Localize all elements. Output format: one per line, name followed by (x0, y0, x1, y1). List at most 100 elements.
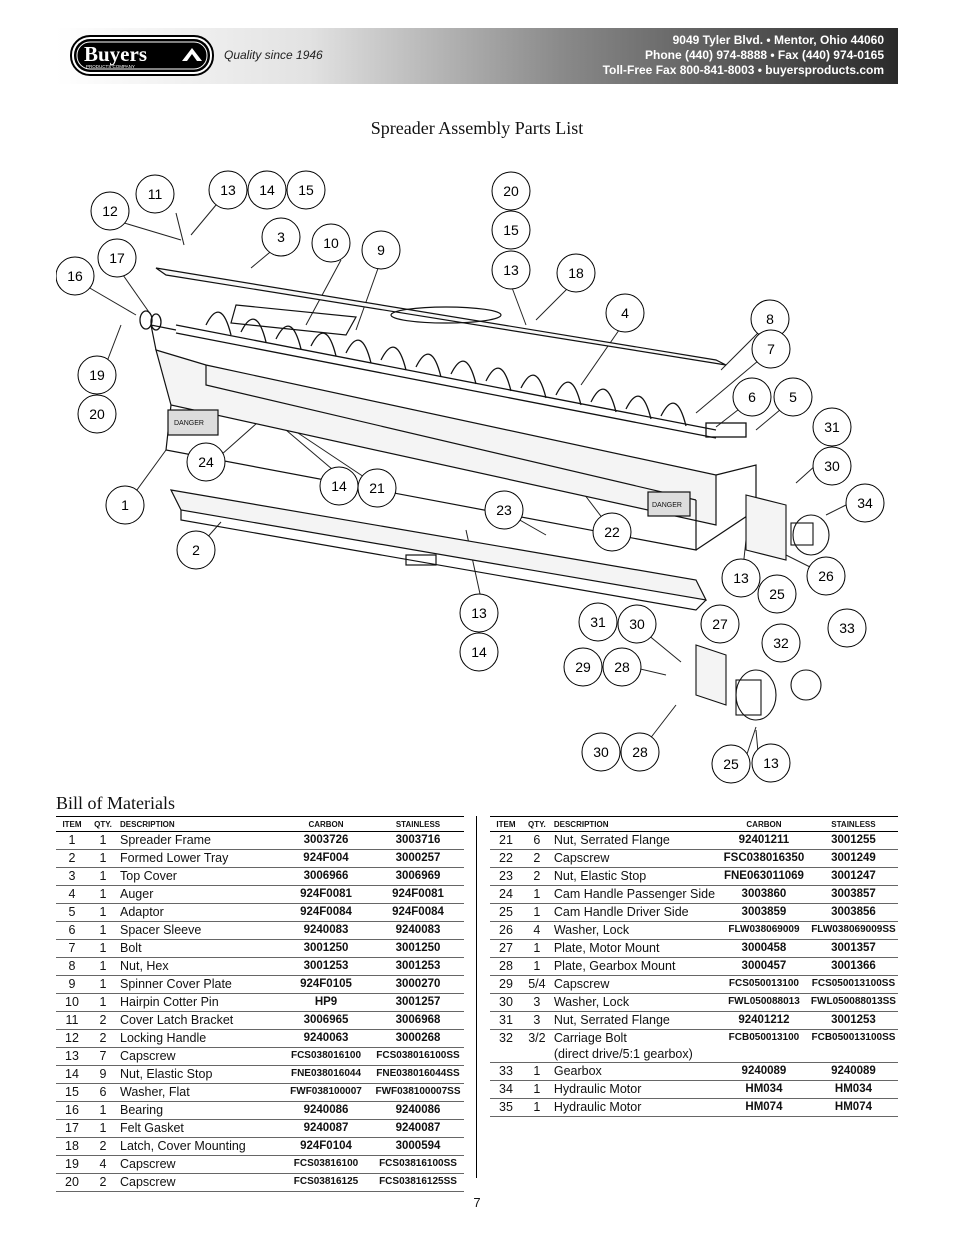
stainless-part-cell: 3000594 (372, 1137, 464, 1156)
item-cell: 29 (490, 975, 522, 994)
item-cell: 34 (490, 1080, 522, 1099)
callout-4: 4 (605, 293, 645, 333)
stainless-header: STAINLESS (372, 816, 464, 832)
callout-27: 27 (700, 604, 740, 644)
stainless-part-cell: 924F0081 (372, 885, 464, 904)
item-cell: 12 (56, 1029, 88, 1048)
qty-cell: 5/4 (521, 975, 552, 994)
svg-text:5: 5 (789, 389, 797, 405)
svg-text:31: 31 (824, 419, 840, 435)
qty-cell: 2 (521, 849, 552, 868)
callout-6: 6 (732, 377, 772, 417)
svg-text:25: 25 (723, 756, 739, 772)
qty-cell: 2 (88, 1029, 118, 1048)
callout-20: 20 (77, 394, 117, 434)
qty-cell: 4 (521, 921, 552, 940)
callout-34: 34 (845, 483, 885, 523)
item-cell: 11 (56, 1011, 88, 1030)
description-cell: Washer, Flat (118, 1083, 280, 1102)
qty-cell: 3 (521, 1011, 552, 1030)
part-callouts: 13 14 15 11 12 3 10 9 17 16 20 15 13 18 … (56, 170, 885, 784)
stainless-part-cell: 3006969 (372, 867, 464, 886)
svg-text:3: 3 (277, 229, 285, 245)
description-cell: Washer, Lock (551, 921, 719, 940)
page-number: 7 (473, 1195, 481, 1210)
description-cell: Capscrew (118, 1047, 280, 1066)
qty-header: QTY. (521, 816, 552, 832)
stainless-part-cell: 9240089 (808, 1062, 898, 1081)
description-header: DESCRIPTION (118, 816, 280, 832)
callout-15: 15 (286, 170, 326, 210)
svg-text:15: 15 (503, 222, 519, 238)
qty-cell: 1 (521, 1080, 552, 1099)
qty-cell: 1 (88, 957, 118, 976)
item-cell: 4 (56, 885, 88, 904)
column-divider (476, 816, 477, 1178)
stainless-part-cell: 3001357 (808, 939, 898, 958)
description-header: DESCRIPTION (551, 816, 719, 832)
carbon-part-cell: HM074 (718, 1098, 809, 1117)
qty-cell: 1 (88, 867, 118, 886)
address-line: 9049 Tyler Blvd. • Mentor, Ohio 44060 (672, 33, 884, 47)
item-cell: 15 (56, 1083, 88, 1102)
description-cell: Spreader Frame (118, 831, 280, 850)
svg-text:29: 29 (575, 659, 591, 675)
callout-14: 14 (247, 170, 287, 210)
item-cell: 7 (56, 939, 88, 958)
stainless-part-cell: 3003857 (808, 885, 898, 904)
stainless-part-cell: 3003716 (372, 831, 464, 850)
carbon-part-cell: 924F0081 (280, 885, 372, 904)
stainless-part-cell: 3000270 (372, 975, 464, 994)
callout-12: 12 (90, 191, 130, 231)
description-cell: Capscrew (551, 849, 719, 868)
stainless-part-cell: 3001247 (808, 867, 898, 886)
bom-table-left: ITEM QTY. DESCRIPTION CARBON STAINLESS 1… (56, 816, 464, 1192)
qty-cell: 1 (521, 1098, 552, 1117)
carbon-part-cell: 3001250 (280, 939, 372, 958)
stainless-part-cell: 3000268 (372, 1029, 464, 1048)
svg-text:30: 30 (629, 616, 645, 632)
description-cell: Hydraulic Motor (551, 1080, 719, 1099)
carbon-part-cell: 9240083 (280, 921, 372, 940)
stainless-part-cell: 3000257 (372, 849, 464, 868)
stainless-part-cell: 9240086 (372, 1101, 464, 1120)
qty-cell: 1 (521, 1062, 552, 1081)
description-cell: Cover Latch Bracket (118, 1011, 280, 1030)
svg-text:26: 26 (818, 568, 834, 584)
description-cell: Hydraulic Motor (551, 1098, 719, 1117)
svg-text:22: 22 (604, 524, 620, 540)
carbon-part-cell: 9240063 (280, 1029, 372, 1048)
description-cell: Bearing (118, 1101, 280, 1120)
callout-29: 29 (563, 647, 603, 687)
item-cell: 31 (490, 1011, 522, 1030)
leader-lines (75, 204, 847, 764)
stainless-part-cell: 3001253 (372, 957, 464, 976)
callout-16: 16 (56, 256, 95, 296)
qty-cell: 1 (88, 993, 118, 1012)
description-cell: Nut, Hex (118, 957, 280, 976)
callout-13: 13 (721, 558, 761, 598)
description-cell: Nut, Serrated Flange (551, 831, 719, 850)
svg-text:34: 34 (857, 495, 873, 511)
item-cell: 1 (56, 831, 88, 850)
item-cell: 30 (490, 993, 522, 1012)
stainless-part-cell: 9240083 (372, 921, 464, 940)
item-cell: 5 (56, 903, 88, 922)
carbon-part-cell: 9240087 (280, 1119, 372, 1138)
callout-30: 30 (617, 604, 657, 644)
qty-cell: 1 (88, 975, 118, 994)
svg-text:11: 11 (148, 186, 163, 202)
description-cell: Auger (118, 885, 280, 904)
qty-cell: 1 (521, 939, 552, 958)
auger (139, 310, 747, 439)
svg-text:27: 27 (712, 616, 728, 632)
svg-text:7: 7 (767, 341, 775, 357)
